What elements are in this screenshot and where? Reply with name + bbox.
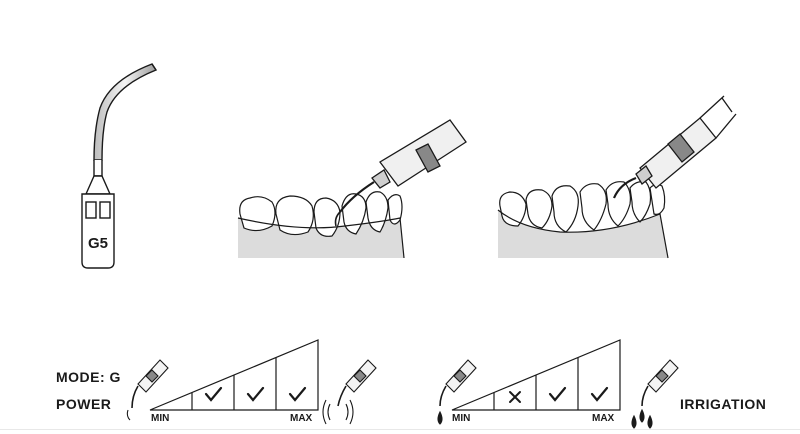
irrigation-label: IRRIGATION [680,396,767,412]
power-label: POWER [56,396,112,412]
power-min-handpiece-icon [126,359,169,421]
power-max-label: MAX [290,413,313,424]
irrigation-check-mark-3 [590,386,609,402]
mode-label: MODE: G [56,369,121,385]
irrigation-min-handpiece-icon [437,359,477,425]
power-setting-chart [149,339,319,411]
irrigation-max-label: MAX [592,413,615,424]
irrigation-check-mark-2 [548,386,567,402]
teeth-scene-2 [497,95,737,259]
scaler-tip-illustration [81,63,158,269]
power-check-mark-2 [246,386,265,402]
irrigation-min-label: MIN [452,413,471,424]
irrigation-cross-mark-1 [509,391,521,403]
teeth-scene-1 [237,119,467,259]
tip-code-label: G5 [88,235,109,252]
power-check-mark-1 [204,386,223,402]
power-max-handpiece-icon [322,359,377,425]
bottom-divider [0,429,800,430]
power-min-label: MIN [151,413,170,424]
irrigation-setting-chart [451,339,621,411]
irrigation-max-handpiece-icon [631,359,679,429]
power-check-mark-3 [288,386,307,402]
